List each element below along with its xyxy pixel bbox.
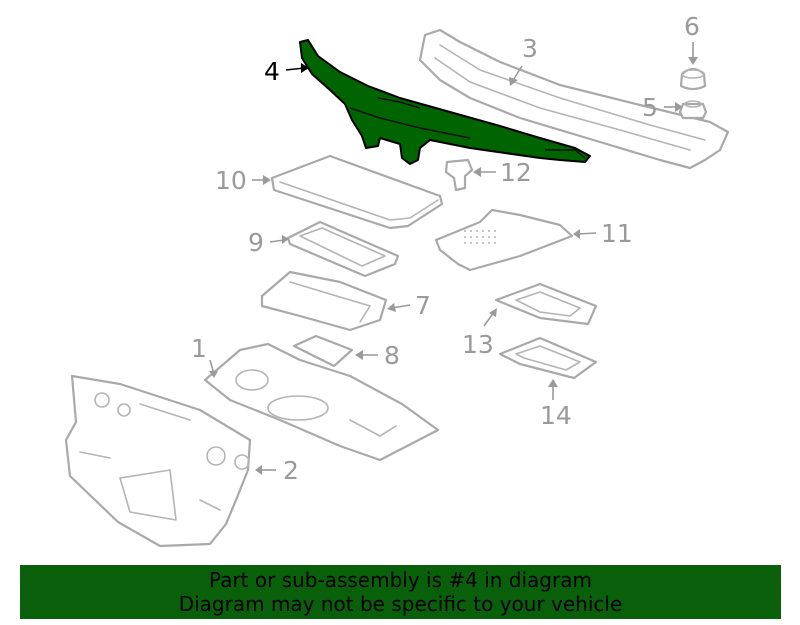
banner-line-1: Part or sub-assembly is #4 in diagram	[209, 568, 592, 592]
banner-line-2: Diagram may not be specific to your vehi…	[178, 592, 623, 616]
leader-lines	[209, 42, 698, 475]
part-3-cowl-panel[interactable]	[418, 28, 730, 170]
callout-6[interactable]: 6	[684, 12, 700, 41]
part-7-housing[interactable]	[260, 270, 388, 332]
callout-12[interactable]: 12	[500, 158, 532, 187]
callout-5[interactable]: 5	[642, 93, 658, 122]
callout-3[interactable]: 3	[522, 34, 538, 63]
disclaimer-banner: Part or sub-assembly is #4 in diagram Di…	[20, 565, 781, 619]
callout-11[interactable]: 11	[601, 219, 633, 248]
callout-13[interactable]: 13	[462, 330, 494, 359]
part-12-plug[interactable]	[444, 158, 474, 192]
part-11-bracket[interactable]	[434, 208, 574, 272]
callout-9[interactable]: 9	[248, 228, 264, 257]
callout-10[interactable]: 10	[215, 166, 247, 195]
part-1-plenum-panel[interactable]	[203, 342, 440, 462]
callout-2[interactable]: 2	[283, 456, 299, 485]
callout-4[interactable]: 4	[264, 57, 280, 86]
callout-8[interactable]: 8	[384, 341, 400, 370]
parts-diagram: 1 2 3 4 5 6 7 8 9 10 11 12 13 14	[64, 12, 730, 548]
part-13-gasket[interactable]	[494, 282, 598, 326]
part-6-cap[interactable]	[679, 67, 707, 91]
callout-labels: 1 2 3 4 5 6 7 8 9 10 11 12 13 14	[191, 12, 700, 485]
callout-14[interactable]: 14	[540, 401, 572, 430]
part-14-gasket[interactable]	[498, 336, 598, 380]
part-4-cowl-vent-highlighted[interactable]	[299, 39, 591, 165]
part-5-nut[interactable]	[678, 100, 708, 120]
callout-1[interactable]: 1	[191, 334, 207, 363]
part-8-seal[interactable]	[292, 334, 354, 368]
part-9-filter[interactable]	[286, 220, 400, 278]
part-10-cover[interactable]	[270, 154, 444, 230]
part-2-dash-panel[interactable]	[64, 374, 252, 548]
callout-7[interactable]: 7	[415, 291, 431, 320]
